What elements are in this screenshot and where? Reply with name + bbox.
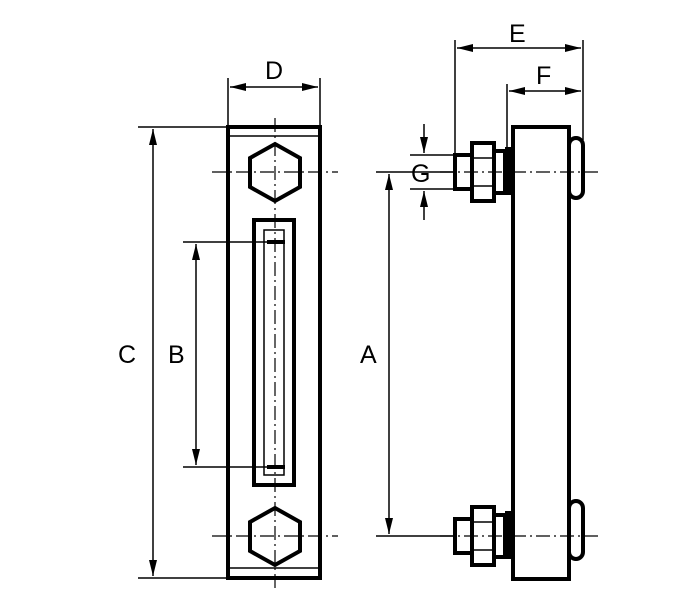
dimensions: C B D A E F [118, 20, 584, 579]
dim-c-arrow-top [149, 129, 157, 145]
front-body-outline [226, 125, 322, 580]
dim-c-label: C [118, 341, 136, 369]
dim-f-arrow-right [565, 87, 581, 95]
dim-a-arrow-bottom [385, 518, 393, 534]
dim-f-arrow-left [509, 87, 525, 95]
dim-b-label: B [168, 341, 185, 369]
dim-e-arrow-left [457, 44, 473, 52]
dim-e-label: E [509, 20, 526, 48]
sight-glass-inner [263, 229, 285, 476]
side-back-plate [505, 147, 513, 195]
side-body-outline [511, 125, 571, 581]
dim-b-arrow-top [192, 244, 200, 260]
dim-b-arrow-bottom [192, 449, 200, 465]
dim-c-arrow-bottom [149, 560, 157, 576]
dim-g-arrow-bottom [420, 191, 428, 207]
dim-d-label: D [265, 57, 283, 85]
top-right-lug [567, 136, 585, 200]
bottom-right-lug [567, 499, 585, 561]
dim-d-arrow-left [230, 83, 246, 91]
dim-g-label: G [411, 160, 430, 188]
bottom-hex-bolt-icon [248, 505, 302, 568]
front-view [212, 118, 338, 590]
dim-f-label: F [536, 62, 551, 90]
dim-a-arrow-top [385, 174, 393, 190]
dim-g-arrow-top [420, 137, 428, 153]
dim-d-arrow-right [302, 83, 318, 91]
side-view [440, 125, 598, 581]
sight-glass-outer [252, 218, 296, 487]
side-back-plate-bottom [505, 511, 513, 559]
dim-e-arrow-right [565, 44, 581, 52]
dim-a-label: A [360, 341, 377, 369]
